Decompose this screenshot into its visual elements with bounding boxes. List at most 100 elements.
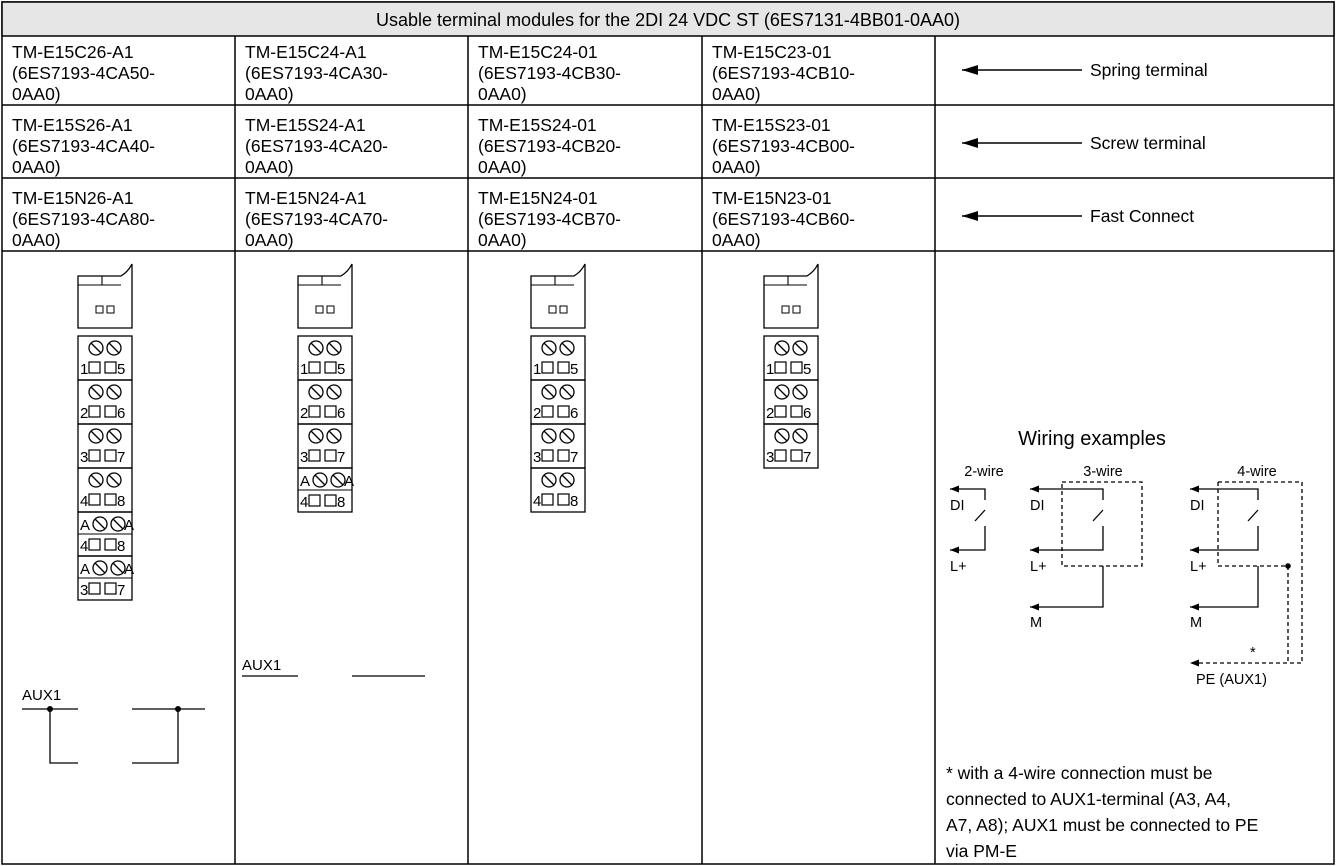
three-wire-circuit: DI L+ M	[1030, 481, 1143, 631]
bridge-wire	[132, 709, 179, 764]
screw-slot	[543, 342, 555, 354]
cell-r1-c1-line2: (6ES7193-4CA50-	[12, 63, 155, 83]
pin-a-right: A	[124, 517, 134, 534]
pin-number-right: 8	[570, 493, 578, 510]
cell-r1-c3-line2: (6ES7193-4CB30-	[478, 63, 621, 83]
screw-terminal-label: Screw terminal	[1090, 133, 1206, 153]
cell-r3-c4-line1: TM-E15N23-01	[712, 188, 832, 208]
cell-r2-c2-line3: 0AA0)	[245, 157, 294, 177]
terminal-square	[774, 449, 787, 462]
screw-slot	[90, 474, 102, 486]
terminal-square	[557, 405, 570, 418]
terminal-square	[541, 405, 554, 418]
pin-a-left: A	[80, 517, 90, 534]
cell-r1-c3-line1: TM-E15C24-01	[478, 42, 598, 62]
cell-r2-c3-line1: TM-E15S24-01	[478, 115, 597, 135]
screw-slot	[776, 342, 788, 354]
cell-r2-c1-line2: (6ES7193-4CA40-	[12, 136, 155, 156]
terminal-square	[541, 493, 554, 506]
three-wire-lplus-label: L+	[1030, 559, 1047, 575]
terminal-square	[104, 361, 117, 374]
aux1-label: AUX1	[242, 657, 281, 674]
terminal-square	[88, 493, 101, 506]
screw-icon	[88, 340, 104, 356]
led-window	[559, 305, 568, 314]
terminal-module	[242, 263, 425, 677]
cell-r2-c3-line3: 0AA0)	[478, 157, 527, 177]
screw-slot	[310, 342, 322, 354]
screw-slot	[561, 430, 573, 442]
two-wire-lplus-label: L+	[950, 559, 967, 575]
pin-a-left: A	[80, 561, 90, 578]
pin-number-right: 8	[117, 538, 125, 555]
terminal-square	[308, 405, 321, 418]
pin-number-left: 3	[766, 449, 774, 466]
pin-number-left: 3	[80, 582, 88, 599]
pin-number-right: 7	[337, 449, 345, 466]
note-line-4: via PM-E	[946, 841, 1017, 861]
cell-r2-c3-line2: (6ES7193-4CB20-	[478, 136, 621, 156]
arrowhead-marks	[1030, 485, 1039, 611]
pin-number-right: 8	[117, 493, 125, 510]
cell-r1-c4-line1: TM-E15C23-01	[712, 42, 832, 62]
cell-r3-c1-line1: TM-E15N26-A1	[12, 188, 134, 208]
screw-icon	[110, 560, 126, 576]
two-wire-label: 2-wire	[964, 464, 1003, 480]
screw-icon	[541, 340, 557, 356]
terminal-square	[104, 582, 117, 595]
screw-slot	[543, 430, 555, 442]
pin-number-right: 6	[803, 405, 811, 422]
screw-slot	[108, 342, 120, 354]
screw-slot	[776, 430, 788, 442]
terminal-square	[308, 361, 321, 374]
arrowhead-marks	[950, 485, 959, 554]
row-fast-connect: TM-E15N26-A1 (6ES7193-4CA80- 0AA0) TM-E1…	[12, 188, 1194, 250]
bridge-wire	[49, 709, 78, 764]
two-wire-circuit: DI L+	[950, 485, 986, 575]
pin-number-left: 2	[766, 405, 774, 422]
module-head	[763, 263, 819, 329]
pin-number-left: 4	[80, 493, 88, 510]
pin-number-right: 7	[117, 449, 125, 466]
module-latch	[78, 276, 121, 286]
pin-a-left: A	[300, 473, 310, 490]
pe-aux1-label: PE (AUX1)	[1196, 672, 1267, 688]
pin-number-right: 7	[117, 582, 125, 599]
screw-slot	[561, 386, 573, 398]
led-window	[792, 305, 801, 314]
three-wire-m-label: M	[1030, 615, 1042, 631]
screw-icon	[88, 384, 104, 400]
terminal-square	[88, 449, 101, 462]
screw-slot	[561, 474, 573, 486]
terminal-square	[541, 449, 554, 462]
led-window	[781, 305, 790, 314]
screw-slot	[108, 474, 120, 486]
screw-slot	[310, 430, 322, 442]
screw-icon	[326, 428, 342, 444]
four-wire-circuit: DI L+ M * PE (AUX1)	[1190, 481, 1303, 688]
terminal-square	[790, 449, 803, 462]
cell-r3-c1-line3: 0AA0)	[12, 230, 61, 250]
screw-slot	[794, 342, 806, 354]
three-wire-di-label: DI	[1030, 498, 1045, 514]
cell-r3-c1-line2: (6ES7193-4CA80-	[12, 209, 155, 229]
cell-r1-c4-line2: (6ES7193-4CB10-	[712, 63, 855, 83]
pin-number-left: 4	[300, 494, 308, 511]
screw-slot	[794, 430, 806, 442]
terminal-cell	[530, 467, 586, 513]
module-latch	[298, 276, 341, 286]
cell-r1-c2-line1: TM-E15C24-A1	[245, 42, 367, 62]
screw-slot	[108, 386, 120, 398]
pin-number-right: 6	[570, 405, 578, 422]
module-head	[77, 263, 133, 329]
pin-number-left: 3	[533, 449, 541, 466]
cell-r3-c2-line2: (6ES7193-4CA70-	[245, 209, 388, 229]
spring-terminal-label: Spring terminal	[1090, 60, 1208, 80]
terminal-square	[88, 361, 101, 374]
screw-slot	[328, 386, 340, 398]
four-wire-di-label: DI	[1190, 498, 1205, 514]
screw-icon	[308, 428, 324, 444]
terminal-module	[22, 263, 205, 764]
